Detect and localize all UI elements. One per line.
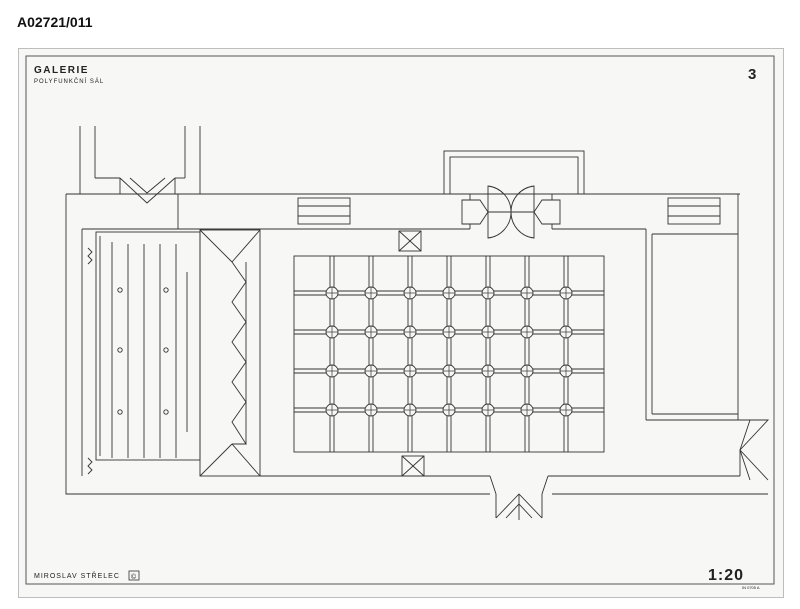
author-mark-box bbox=[128, 570, 140, 581]
bottom-wall bbox=[260, 475, 768, 520]
left-wall bbox=[65, 194, 490, 495]
right-wall bbox=[645, 229, 770, 481]
window-left bbox=[297, 197, 351, 225]
author-name: MIROSLAV STŘELEC bbox=[34, 571, 120, 580]
sheet-number: 3 bbox=[748, 66, 756, 83]
author-mark: © bbox=[131, 573, 137, 581]
small-note: IN 0705 A bbox=[742, 585, 760, 590]
drawing-scale: 1:20 bbox=[708, 567, 744, 584]
stage-area bbox=[87, 231, 201, 475]
top-wall bbox=[66, 193, 740, 230]
column-marker-top bbox=[398, 230, 422, 252]
ceiling-grid bbox=[293, 255, 605, 453]
upper-corridor bbox=[79, 126, 201, 204]
light-fixtures bbox=[325, 286, 573, 417]
drawing-title: GALERIE bbox=[34, 65, 89, 76]
drawing-subtitle: POLYFUNKČNÍ SÁL bbox=[34, 78, 104, 85]
folding-partition bbox=[199, 229, 261, 477]
drawing-sheet bbox=[18, 48, 784, 598]
window-right bbox=[667, 197, 721, 225]
entrance-alcove bbox=[443, 150, 585, 239]
archive-id: A02721/011 bbox=[17, 14, 93, 30]
drawing-frame bbox=[25, 55, 775, 585]
